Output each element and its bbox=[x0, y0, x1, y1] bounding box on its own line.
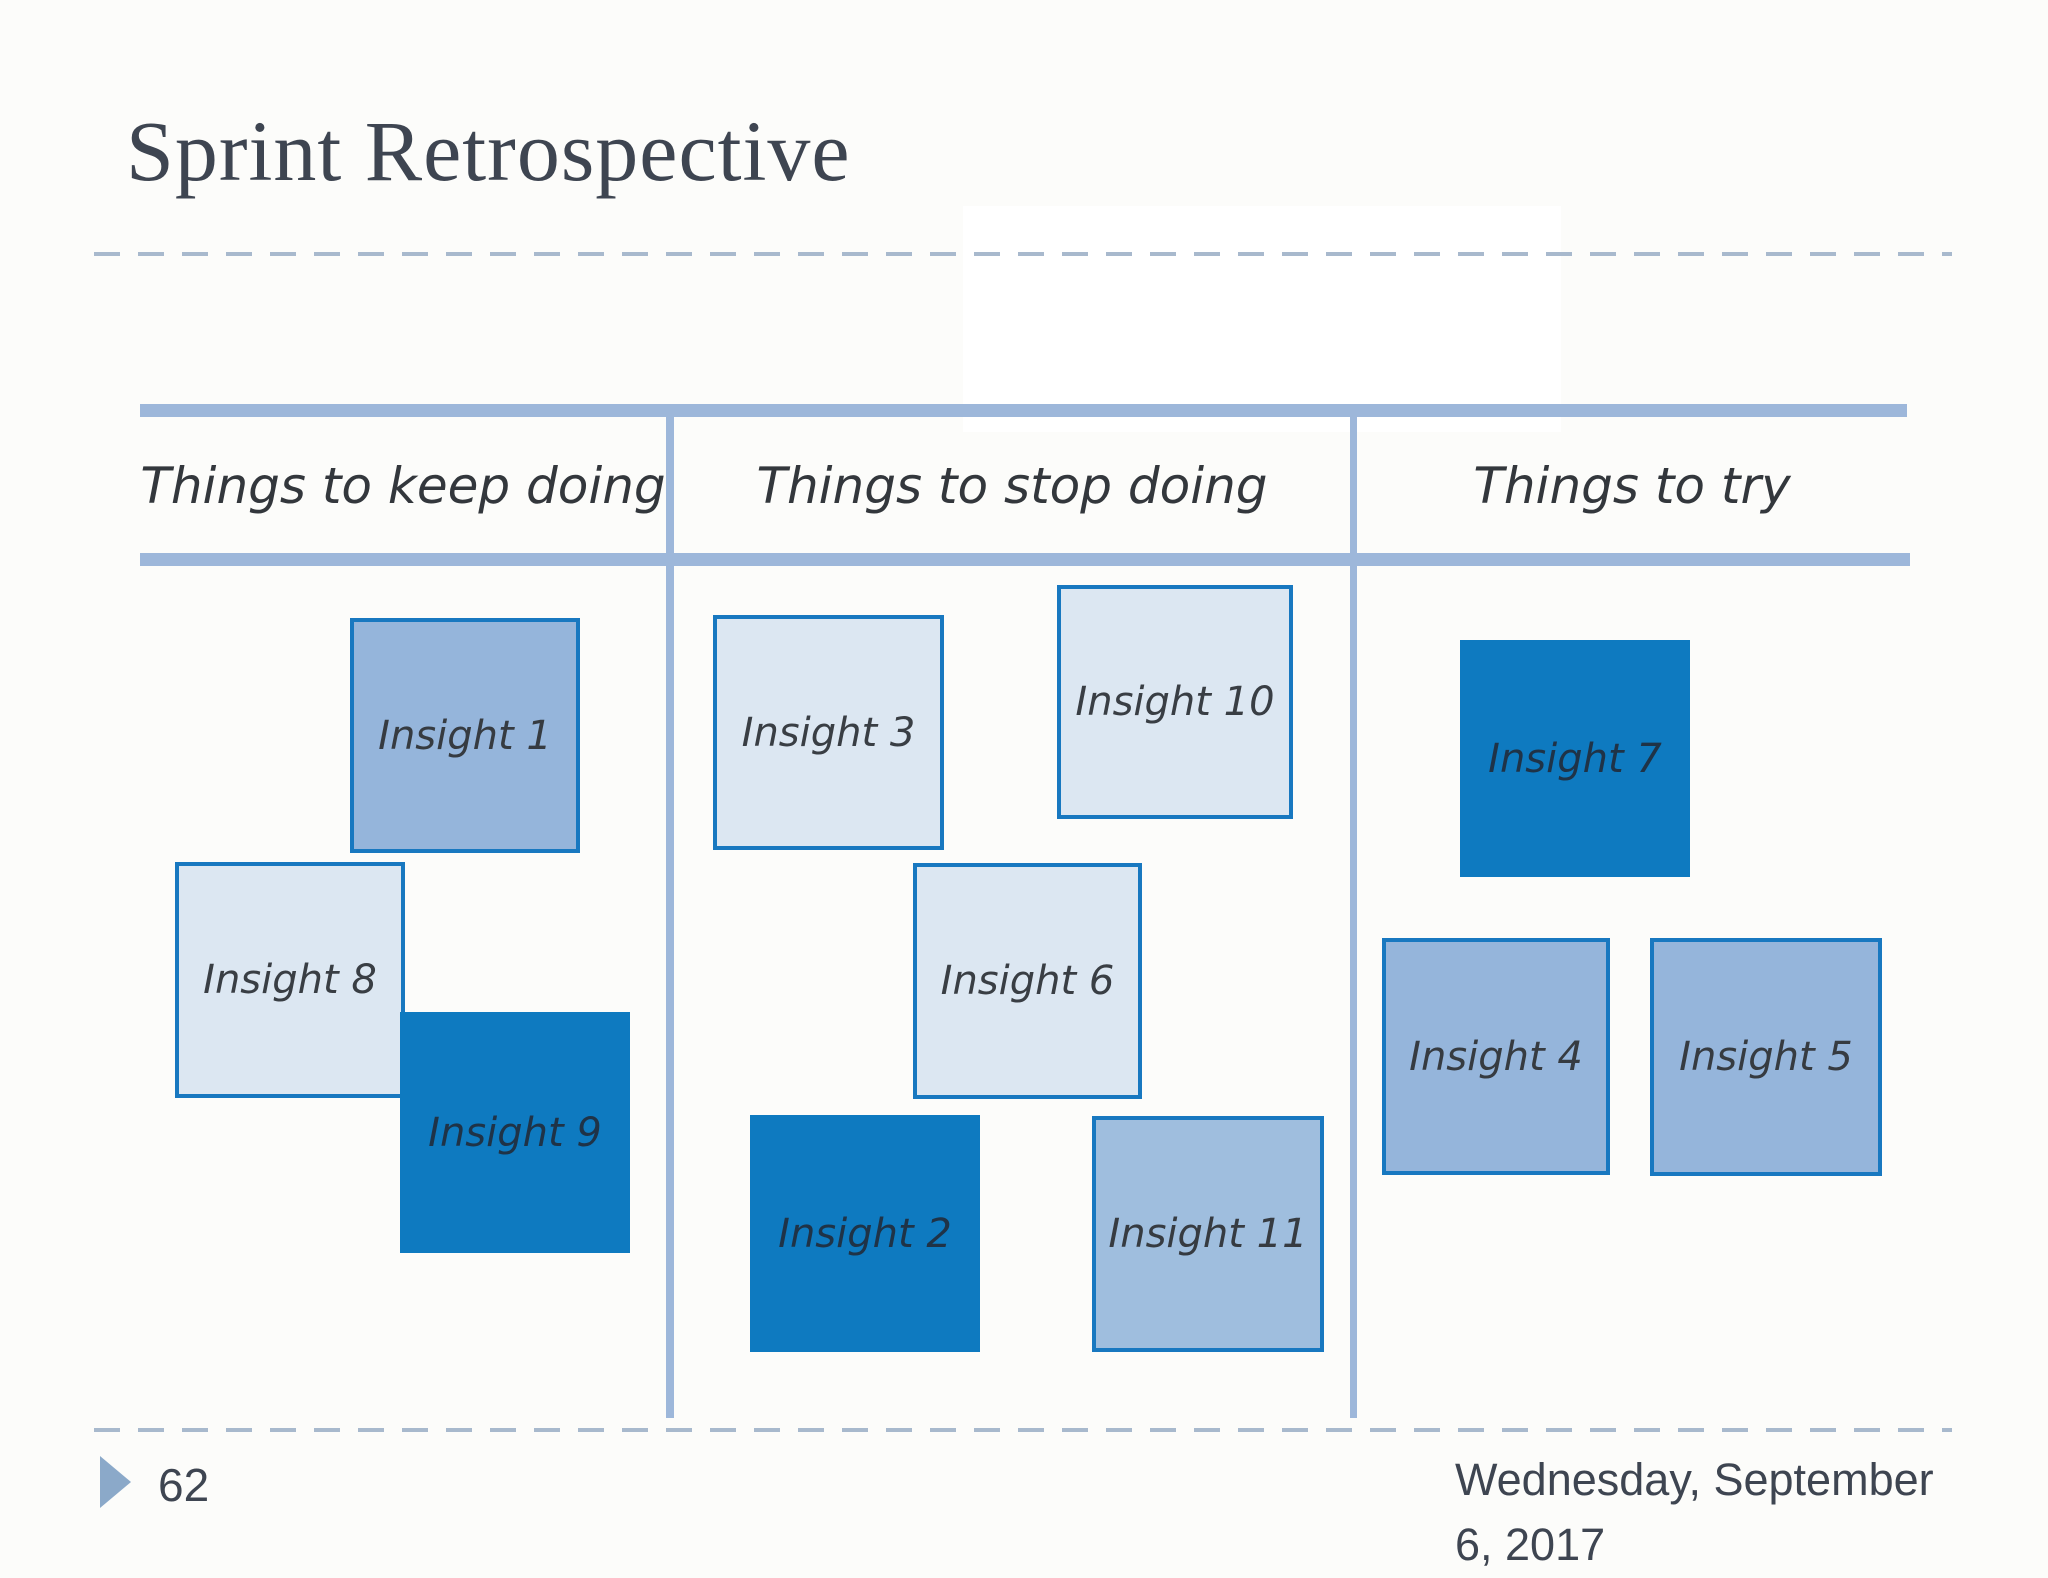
background-rect bbox=[963, 206, 1561, 432]
column-header-keep: Things to keep doing bbox=[140, 457, 666, 515]
slide: Sprint Retrospective Things to keep doin… bbox=[94, 103, 1952, 1570]
note-label: Insight 9 bbox=[428, 1109, 602, 1156]
note-label: Insight 11 bbox=[1108, 1211, 1308, 1257]
column-header-try: Things to try bbox=[1473, 457, 1791, 515]
sticky-note: Insight 8 bbox=[175, 862, 405, 1098]
note-label: Insight 8 bbox=[203, 957, 377, 1003]
sticky-note: Insight 4 bbox=[1382, 938, 1610, 1175]
sticky-note: Insight 2 bbox=[750, 1115, 980, 1352]
sticky-note: Insight 10 bbox=[1057, 585, 1293, 819]
column-divider-1 bbox=[666, 404, 674, 1418]
note-label: Insight 3 bbox=[741, 709, 916, 756]
note-label: Insight 2 bbox=[778, 1210, 952, 1257]
note-label: Insight 4 bbox=[1409, 1033, 1583, 1080]
slide-date-line1: Wednesday, September bbox=[1455, 1454, 1934, 1505]
slide-date: Wednesday, September 6, 2017 bbox=[1455, 1448, 1975, 1578]
sticky-note: Insight 6 bbox=[913, 863, 1142, 1099]
note-label: Insight 1 bbox=[378, 712, 552, 759]
note-label: Insight 6 bbox=[940, 958, 1115, 1004]
column-header-stop: Things to stop doing bbox=[756, 457, 1268, 515]
sticky-note: Insight 11 bbox=[1092, 1116, 1324, 1352]
board-header-underline bbox=[140, 553, 1910, 566]
column-divider-2 bbox=[1350, 404, 1357, 1418]
note-label: Insight 7 bbox=[1488, 735, 1662, 782]
board-top-bar bbox=[140, 404, 1907, 417]
page-title: Sprint Retrospective bbox=[126, 103, 851, 199]
page-number: 62 bbox=[158, 1459, 210, 1511]
sticky-note: Insight 3 bbox=[713, 615, 944, 850]
slide-date-line2: 6, 2017 bbox=[1455, 1518, 1606, 1570]
title-divider bbox=[94, 252, 1952, 256]
footer-divider bbox=[94, 1428, 1952, 1432]
sticky-note: Insight 1 bbox=[350, 618, 580, 853]
footer-arrow-icon bbox=[100, 1456, 131, 1508]
sticky-note: Insight 5 bbox=[1650, 938, 1882, 1176]
sticky-note: Insight 9 bbox=[400, 1012, 630, 1253]
sticky-note: Insight 7 bbox=[1460, 640, 1690, 877]
note-label: Insight 5 bbox=[1679, 1034, 1853, 1080]
note-label: Insight 10 bbox=[1075, 679, 1275, 725]
